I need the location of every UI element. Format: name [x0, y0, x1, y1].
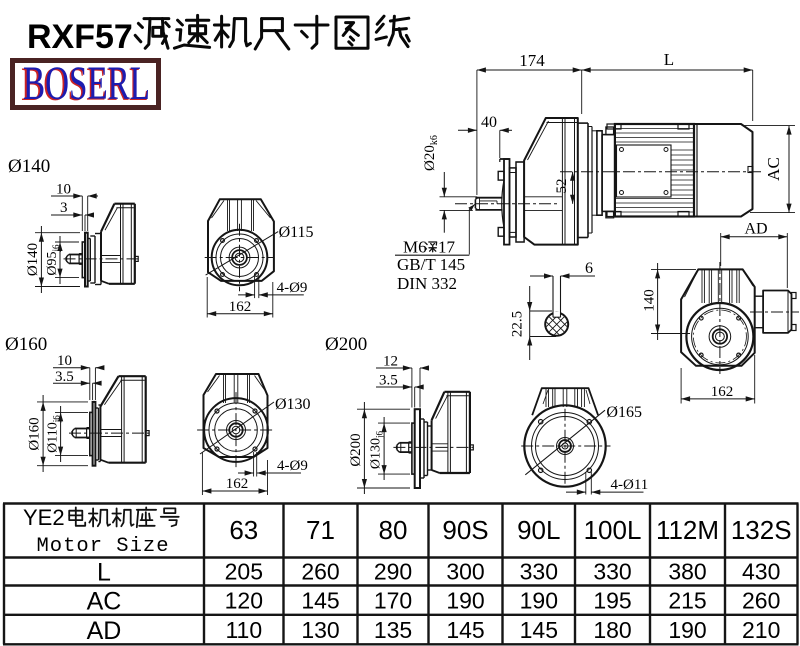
svg-text:180: 180 — [593, 617, 631, 643]
svg-text:YE2: YE2 — [23, 505, 65, 530]
svg-text:290: 290 — [374, 559, 412, 585]
svg-text:12: 12 — [383, 354, 398, 370]
svg-text:L: L — [97, 559, 111, 587]
svg-text:4-Ø9: 4-Ø9 — [277, 280, 308, 296]
svg-text:4-Ø9: 4-Ø9 — [277, 458, 308, 474]
svg-text:BOSERL: BOSERL — [23, 57, 150, 110]
svg-text:AD: AD — [744, 221, 767, 238]
svg-text:Motor Size: Motor Size — [36, 535, 169, 558]
svg-text:210: 210 — [742, 617, 780, 643]
svg-text:100L: 100L — [584, 515, 642, 545]
svg-text:AD: AD — [87, 617, 122, 645]
svg-text:215: 215 — [668, 588, 706, 614]
svg-text:Ø160: Ø160 — [27, 417, 43, 450]
svg-text:145: 145 — [301, 588, 339, 614]
svg-text:Ø115: Ø115 — [279, 224, 314, 241]
svg-text:260: 260 — [742, 588, 780, 614]
svg-text:170: 170 — [374, 588, 412, 614]
svg-text:BOSERL: BOSERL — [21, 58, 149, 111]
svg-text:AC: AC — [764, 157, 783, 181]
svg-text:190: 190 — [520, 588, 558, 614]
svg-text:3.5: 3.5 — [379, 373, 398, 389]
svg-text:3: 3 — [60, 200, 68, 216]
svg-text:300: 300 — [446, 559, 484, 585]
svg-text:162: 162 — [229, 299, 252, 315]
svg-text:52: 52 — [554, 179, 570, 194]
svg-text:Ø130j6: Ø130j6 — [369, 430, 385, 469]
svg-text:GB/T 145: GB/T 145 — [397, 255, 465, 274]
svg-text:195: 195 — [593, 588, 631, 614]
svg-text:22.5: 22.5 — [510, 311, 526, 337]
svg-text:145: 145 — [446, 617, 484, 643]
svg-text:RXF57: RXF57 — [27, 18, 133, 56]
svg-text:Ø200: Ø200 — [348, 433, 364, 466]
svg-text:AC: AC — [87, 588, 122, 616]
svg-text:135: 135 — [374, 617, 412, 643]
svg-text:4-Ø11: 4-Ø11 — [611, 477, 649, 493]
svg-text:80: 80 — [379, 515, 408, 545]
svg-text:174: 174 — [519, 51, 545, 70]
svg-text:Ø130: Ø130 — [275, 396, 311, 413]
svg-text:330: 330 — [520, 559, 558, 585]
svg-text:Ø160: Ø160 — [5, 334, 47, 355]
svg-text:17: 17 — [438, 238, 456, 257]
svg-text:Ø165: Ø165 — [606, 404, 642, 421]
svg-text:3.5: 3.5 — [55, 369, 74, 385]
svg-text:Ø140: Ø140 — [8, 156, 50, 177]
svg-text:M6: M6 — [403, 238, 427, 257]
svg-text:40: 40 — [481, 114, 497, 131]
svg-text:Ø200: Ø200 — [325, 334, 367, 355]
svg-text:205: 205 — [225, 559, 263, 585]
svg-text:130: 130 — [301, 617, 339, 643]
svg-text:162: 162 — [226, 476, 249, 492]
svg-text:71: 71 — [306, 515, 335, 545]
svg-text:110: 110 — [225, 617, 262, 643]
svg-text:162: 162 — [711, 384, 734, 400]
svg-text:90L: 90L — [517, 515, 560, 545]
svg-text:Ø140: Ø140 — [25, 243, 41, 276]
svg-text:6: 6 — [585, 260, 593, 277]
svg-text:L: L — [664, 50, 674, 69]
svg-text:112M: 112M — [656, 515, 719, 545]
svg-text:10: 10 — [57, 353, 72, 369]
svg-text:120: 120 — [225, 588, 263, 614]
svg-text:Ø110j6: Ø110j6 — [46, 415, 62, 453]
svg-text:190: 190 — [668, 617, 706, 643]
svg-text:260: 260 — [301, 559, 339, 585]
svg-text:Ø95j6: Ø95j6 — [45, 244, 61, 276]
svg-text:430: 430 — [742, 559, 780, 585]
svg-text:DIN 332: DIN 332 — [397, 274, 457, 293]
svg-text:10: 10 — [56, 182, 71, 198]
svg-text:145: 145 — [520, 617, 558, 643]
svg-text:330: 330 — [593, 559, 631, 585]
svg-text:132S: 132S — [731, 515, 792, 545]
svg-text:380: 380 — [668, 559, 706, 585]
svg-text:63: 63 — [229, 515, 258, 545]
svg-text:90S: 90S — [442, 515, 488, 545]
svg-text:190: 190 — [446, 588, 484, 614]
svg-text:140: 140 — [642, 289, 658, 312]
